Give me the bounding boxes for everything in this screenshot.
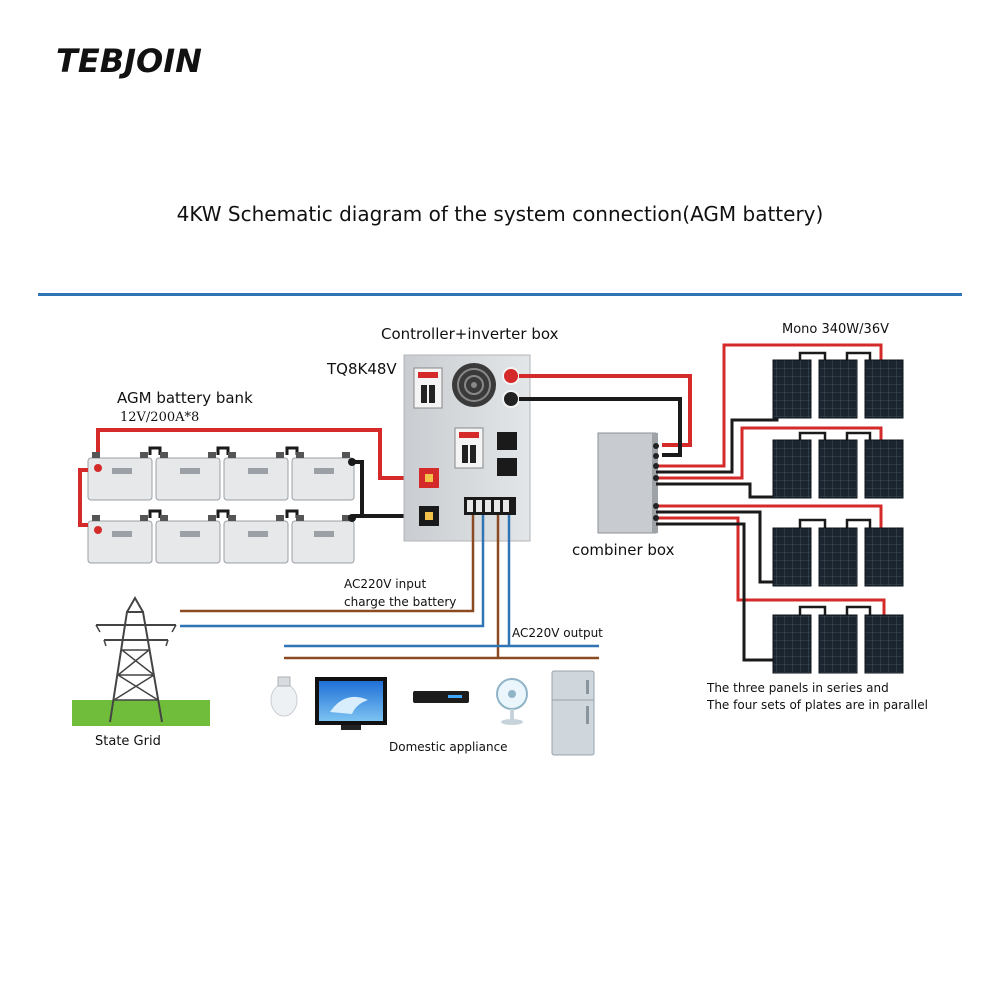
title-rule [38, 293, 962, 296]
ac-terminal-block [464, 497, 516, 515]
battery-bank [78, 428, 420, 564]
diagram-title: 4KW Schematic diagram of the system conn… [176, 202, 824, 226]
solar-panel-array [772, 359, 904, 674]
set-top-box-icon [413, 691, 469, 703]
tv-icon [315, 677, 387, 730]
ac-output-brown [284, 515, 599, 660]
solar-panel-icon [864, 614, 904, 674]
fridge-icon [551, 670, 595, 756]
battery-icon [155, 515, 221, 564]
pv-positive-wire [519, 374, 692, 447]
breaker-icon [454, 427, 484, 469]
ac-input-blue [180, 515, 485, 628]
panel-set-3 [772, 527, 904, 587]
battery-icon [87, 515, 153, 564]
parallel-note: The four sets of plates are in parallel [707, 698, 928, 712]
battery-bank-label: AGM battery bank [117, 389, 253, 407]
battery-icon [291, 452, 355, 501]
ac-input-sub-label: charge the battery [344, 595, 457, 609]
state-grid-label: State Grid [95, 734, 161, 749]
battery-icon [291, 515, 355, 564]
solar-panel-icon [864, 527, 904, 587]
pv-negative-wire [519, 397, 682, 457]
solar-panel-icon [818, 614, 858, 674]
solar-panel-icon [818, 439, 858, 499]
solar-panel-icon [772, 614, 812, 674]
breaker-icon [413, 367, 443, 409]
battery-series-links [148, 446, 299, 518]
pv-positive-terminal [502, 367, 520, 385]
battery-icon [223, 452, 289, 501]
solar-panel-icon [818, 359, 858, 419]
transmission-tower-icon [72, 595, 210, 726]
brand-logo: TEBJOIN [56, 42, 202, 80]
ac-input-label: AC220V input [344, 577, 427, 591]
battery-spec-label: 12V/200A*8 [120, 410, 200, 425]
panel-set-1 [772, 359, 904, 419]
panel-set-2 [772, 439, 904, 499]
solar-panel-icon [772, 439, 812, 499]
solar-panel-icon [864, 359, 904, 419]
fan-icon [496, 678, 528, 725]
ac-output-label: AC220V output [512, 626, 603, 640]
domestic-appliance-label: Domestic appliance [389, 740, 508, 754]
solar-panel-icon [772, 527, 812, 587]
model-label: TQ8K48V [327, 360, 397, 378]
inverter-icon [403, 354, 531, 542]
pv-negative-terminal [502, 390, 520, 408]
panel-set-4 [772, 614, 904, 674]
ac-input-brown [180, 515, 475, 613]
solar-panel-icon [864, 439, 904, 499]
ac-wiring [180, 515, 599, 660]
inverter-box-label: Controller+inverter box [381, 325, 559, 343]
solar-panel-icon [772, 359, 812, 419]
battery-icon [155, 452, 221, 501]
combiner-box-icon [597, 432, 658, 534]
panel-array-wiring [653, 343, 886, 662]
combiner-box-label: combiner box [572, 541, 675, 559]
solar-panel-icon [818, 527, 858, 587]
fan-grille-icon [452, 363, 496, 407]
series-note: The three panels in series and [707, 681, 889, 695]
light-bulb-icon [270, 676, 298, 717]
ac-output-blue [284, 515, 599, 648]
battery-icon [87, 452, 153, 501]
battery-icon [223, 515, 289, 564]
panel-spec-label: Mono 340W/36V [782, 322, 889, 337]
